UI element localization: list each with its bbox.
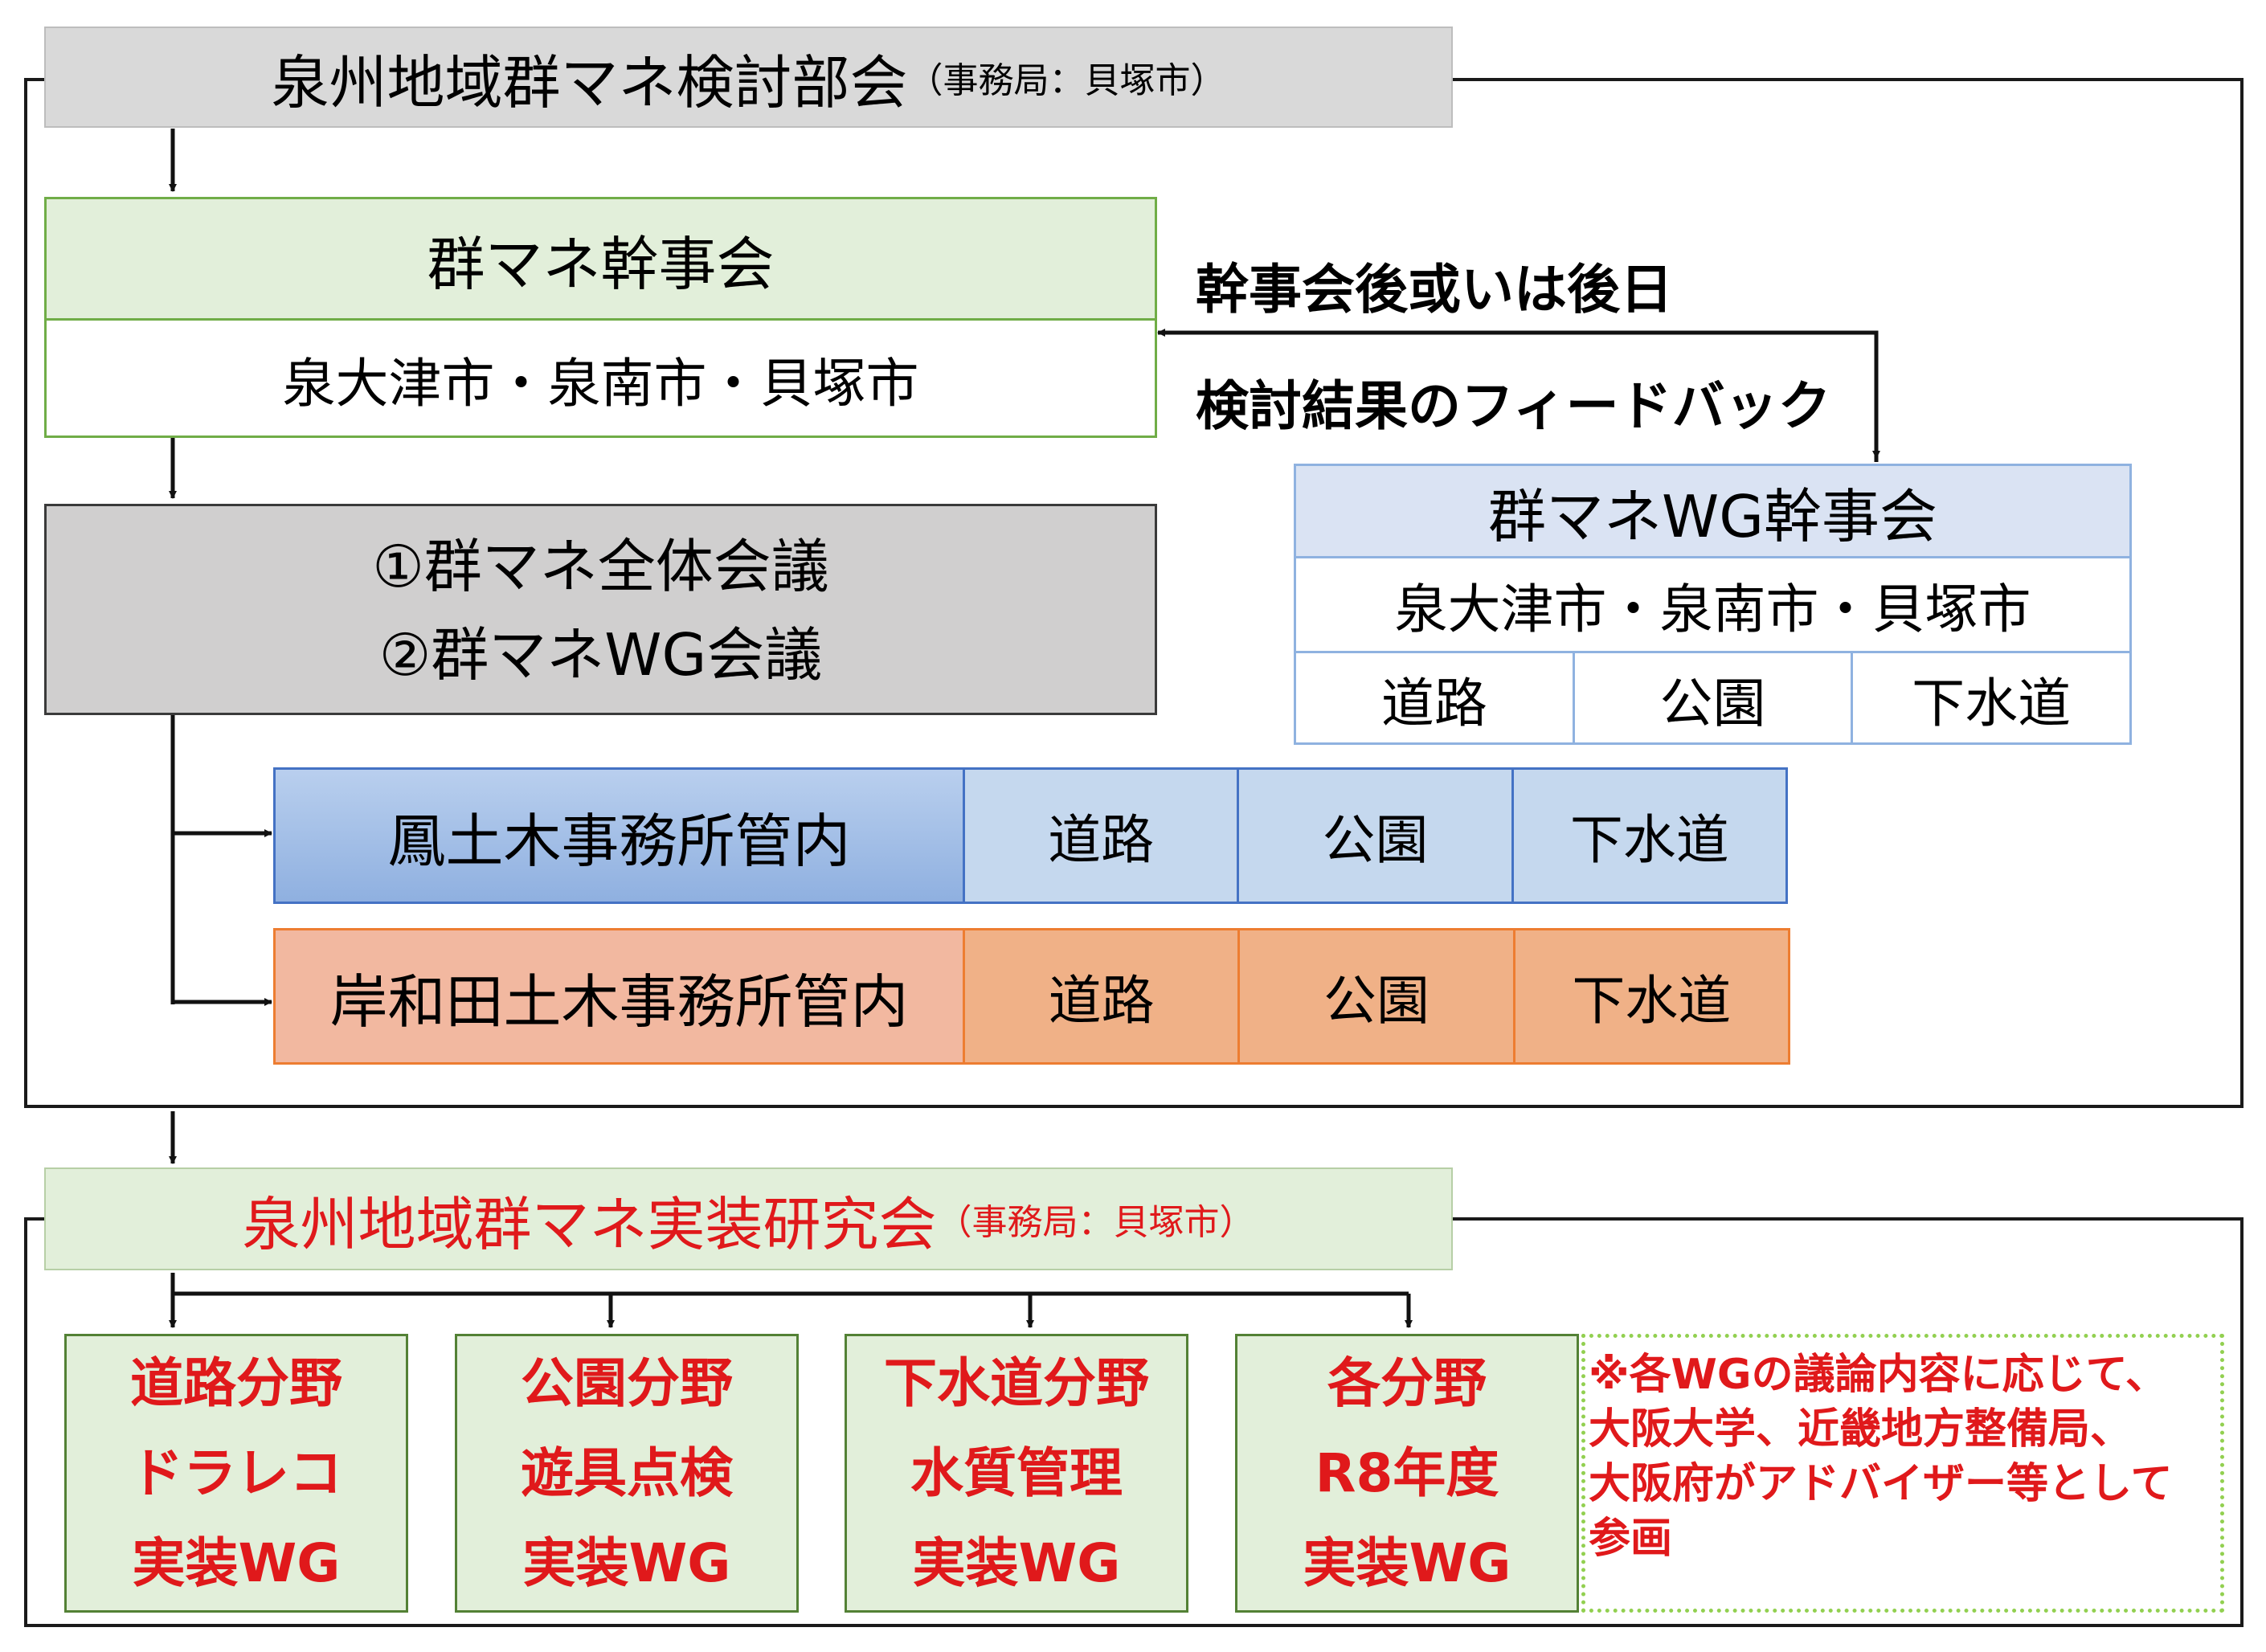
research-secretariat: （事務局：貝塚市） [936,1202,1255,1243]
otori-field: 公園 [1239,770,1514,902]
wg-line: 実装WG [1303,1531,1511,1594]
wg-line: 実装WG [522,1531,731,1594]
wg-executive-field: 公園 [1575,653,1854,745]
wg-executive-field: 道路 [1296,653,1575,745]
executive-title: 群マネ幹事会 [47,199,1155,321]
kishiwada-office-row: 岸和田土木事務所管内 道路 公園 下水道 [273,928,1790,1065]
otori-office-name: 鳳土木事務所管内 [276,770,965,902]
council-title: 泉州地域群マネ検討部会 [271,48,908,117]
meetings-box: ①群マネ全体会議 ②群マネWG会議 [44,504,1157,715]
wg-executive-members: 泉大津市・泉南市・貝塚市 [1296,558,2129,653]
note-line: 参画 [1589,1515,1673,1563]
wg-box-road: 道路分野 ドラレコ 実装WG [64,1334,408,1613]
otori-field: 下水道 [1513,770,1785,902]
kishiwada-field: 下水道 [1515,930,1788,1062]
wg-box-park: 公園分野 遊具点検 実装WG [455,1334,799,1613]
wg-line: ドラレコ [130,1441,342,1504]
otori-office-row: 鳳土木事務所管内 道路 公園 下水道 [273,767,1788,904]
wg-executive-field: 下水道 [1912,673,2072,734]
wg-line: 実装WG [132,1531,341,1594]
kishiwada-field: 道路 [965,930,1241,1062]
research-title: 泉州地域群マネ実装研究会 [242,1190,937,1258]
executive-members: 泉大津市・泉南市・貝塚市 [282,353,919,415]
wg-line: 公園分野 [521,1351,733,1414]
note-line: ※各WGの議論内容に応じて、 [1589,1351,2167,1399]
wg-line: 下水道分野 [884,1351,1149,1414]
wg-executive-title: 群マネWG幹事会 [1296,466,2129,558]
wg-line: 遊具点検 [521,1441,733,1504]
meetings-line1: ①群マネ全体会議 [372,533,829,600]
wg-line: 道路分野 [130,1351,342,1414]
meetings-line2: ②群マネWG会議 [378,621,823,689]
note-line: 大阪大学、近畿地方整備局、 [1589,1405,2133,1454]
council-header: 泉州地域群マネ検討部会 （事務局：貝塚市） [44,27,1453,128]
feedback-line2: 検討結果のフィードバック [1196,375,1831,437]
wg-box-all: 各分野 R8年度 実装WG [1235,1334,1579,1613]
feedback-line1: 幹事会後或いは後日 [1196,259,1673,321]
executive-box: 群マネ幹事会 泉大津市・泉南市・貝塚市 [44,197,1157,438]
wg-line: 実装WG [912,1531,1121,1594]
wg-line: 水質管理 [910,1441,1123,1504]
kishiwada-field: 公園 [1240,930,1515,1062]
wg-box-sewer: 下水道分野 水質管理 実装WG [845,1334,1188,1613]
otori-field: 道路 [965,770,1240,902]
wg-line: R8年度 [1315,1441,1499,1504]
advisor-note: ※各WGの議論内容に応じて、 大阪大学、近畿地方整備局、 大阪府がアドバイザー等… [1581,1334,2224,1613]
council-secretariat: （事務局：貝塚市） [907,60,1226,101]
wg-executive-box: 群マネWG幹事会 泉大津市・泉南市・貝塚市 道路 公園 下水道 [1294,464,2132,745]
note-line: 大阪府がアドバイザー等として [1589,1460,2173,1508]
wg-line: 各分野 [1327,1351,1487,1414]
kishiwada-office-name: 岸和田土木事務所管内 [276,930,965,1062]
research-header: 泉州地域群マネ実装研究会 （事務局：貝塚市） [44,1167,1453,1270]
